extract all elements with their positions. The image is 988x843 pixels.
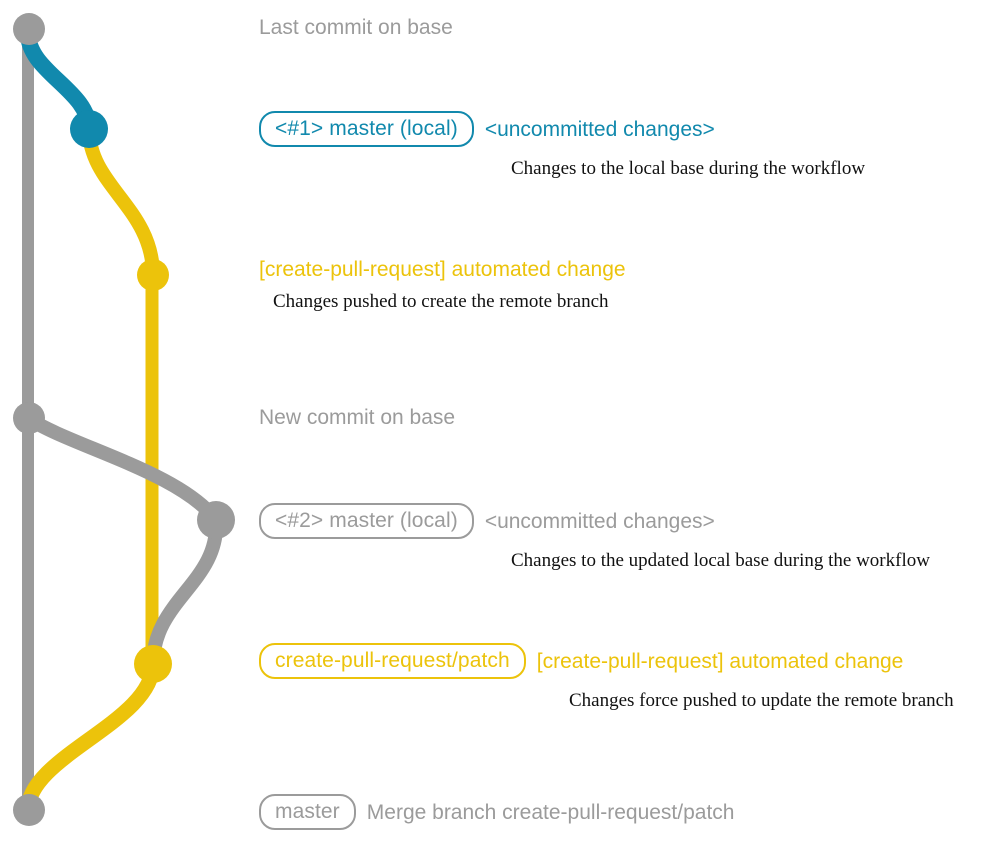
commit-description: Changes to the local base during the wor… [511,158,866,179]
commit-row-head: [create-pull-request] automated change [259,259,626,280]
commit-row-last-commit-on-base: Last commit on base [259,17,453,38]
commit-row-uncommitted-changes-2: <#2> master (local) <uncommitted changes… [259,503,930,570]
edge-local1-to-push1 [82,122,160,282]
commit-row-automated-change-2: create-pull-request/patch [create-pull-r… [259,643,954,710]
commit-node-push-1[interactable] [137,259,169,291]
commit-row-head: create-pull-request/patch [create-pull-r… [259,643,954,679]
commit-node-base-2[interactable] [13,402,45,434]
edge-local2-to-push2 [146,513,224,671]
commit-subject: [create-pull-request] automated change [259,258,626,281]
commit-node-base-1[interactable] [13,13,45,45]
commit-description: Changes to the updated local base during… [511,550,930,571]
commit-row-uncommitted-changes-1: <#1> master (local) <uncommitted changes… [259,111,865,178]
commit-subject: [create-pull-request] automated change [536,649,904,673]
commit-subject: <uncommitted changes> [484,117,715,141]
commit-row-head: <#2> master (local) <uncommitted changes… [259,503,930,539]
edge-base2-to-local2 [21,411,223,527]
branch-badge-create-pull-request-patch[interactable]: create-pull-request/patch [259,643,526,679]
commit-row-head: Last commit on base [259,17,453,38]
commit-row-head: New commit on base [259,407,455,428]
commit-node-push-2[interactable] [134,645,172,683]
commit-row-head: <#1> master (local) <uncommitted changes… [259,111,865,147]
branch-badge-master[interactable]: master [259,794,356,830]
commit-subject: New commit on base [259,406,456,429]
branch-badge-master-local-1[interactable]: <#1> master (local) [259,111,474,147]
commit-row-automated-change-1: [create-pull-request] automated change C… [259,259,626,311]
commit-subject: <uncommitted changes> [484,509,715,533]
branch-badge-master-local-2[interactable]: <#2> master (local) [259,503,474,539]
edge-push2-to-merge [20,656,161,818]
commit-node-merge[interactable] [13,794,45,826]
commit-row-merge: master Merge branch create-pull-request/… [259,794,734,830]
commit-node-local-2[interactable] [197,501,235,539]
commit-subject: Last commit on base [259,16,453,39]
commit-description: Changes pushed to create the remote bran… [273,291,609,312]
commit-node-local-1[interactable] [70,110,108,148]
commit-subject: Merge branch create-pull-request/patch [366,800,735,824]
commit-row-new-commit-on-base: New commit on base [259,407,455,428]
commit-description: Changes force pushed to update the remot… [569,690,954,711]
commit-row-head: master Merge branch create-pull-request/… [259,794,734,830]
